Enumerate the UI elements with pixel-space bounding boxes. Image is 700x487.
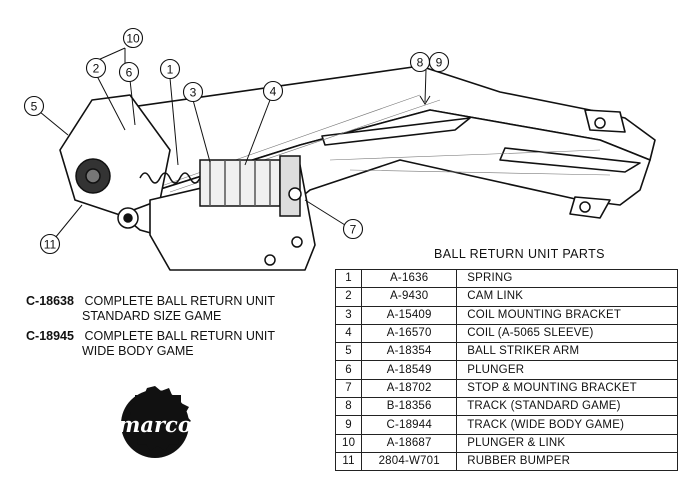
- table-row: 6 A-18549 PLUNGER: [334, 360, 679, 380]
- kit-part-number: C-18638: [26, 294, 74, 308]
- item-number: 8: [334, 397, 363, 417]
- part-number: 2804-W701: [361, 451, 458, 472]
- table-row: 11 2804-W701 RUBBER BUMPER: [334, 451, 679, 472]
- table-row: 7 A-18702 STOP & MOUNTING BRACKET: [334, 378, 679, 399]
- item-number: 4: [334, 323, 363, 344]
- table-row: 10 A-18687 PLUNGER & LINK: [334, 433, 679, 453]
- item-number: 7: [334, 378, 363, 399]
- part-description: COIL MOUNTING BRACKET: [456, 305, 679, 325]
- mount-hole-2: [291, 236, 303, 248]
- part-number: A-16570: [361, 323, 458, 344]
- spring: [139, 172, 201, 184]
- callout-1-label: 1: [167, 63, 174, 77]
- track-slot-1: [321, 117, 471, 146]
- stop-bracket-hole: [288, 187, 302, 201]
- callout-3: [182, 81, 204, 103]
- callout-2-label: 2: [93, 62, 100, 76]
- callout-1: [159, 58, 181, 80]
- part-number: C-18944: [361, 415, 458, 435]
- mount-hole-4: [579, 201, 591, 213]
- callout-2: [85, 57, 107, 79]
- callout-6-label: 6: [126, 66, 133, 80]
- part-number: A-9430: [361, 287, 458, 307]
- kit-variant: STANDARD SIZE GAME: [82, 309, 222, 323]
- part-description: TRACK (WIDE BODY GAME): [456, 415, 679, 435]
- callout-5-label: 5: [31, 100, 38, 114]
- callout-4-label: 4: [270, 85, 277, 99]
- part-number: A-18687: [361, 433, 458, 453]
- part-description: PLUNGER: [456, 360, 679, 380]
- track-slot-2: [499, 147, 641, 173]
- item-number: 2: [334, 287, 363, 307]
- item-number: 9: [334, 415, 363, 435]
- part-description: CAM LINK: [456, 287, 679, 307]
- coil-assembly: [75, 117, 606, 266]
- item-number: 10: [334, 433, 363, 453]
- item-number: 1: [334, 268, 363, 289]
- table-row: 8 B-18356 TRACK (STANDARD GAME): [334, 397, 679, 417]
- table-row: 5 A-18354 BALL STRIKER ARM: [334, 342, 679, 362]
- parts-table-title: BALL RETURN UNIT PARTS: [434, 247, 605, 261]
- callout-7-label: 7: [350, 223, 357, 237]
- callout-7: [342, 218, 364, 240]
- part-description: SPRING: [456, 268, 679, 289]
- kit-description: COMPLETE BALL RETURN UNIT: [84, 329, 276, 343]
- callout-10-label: 10: [126, 32, 140, 46]
- part-description: RUBBER BUMPER: [456, 451, 679, 472]
- callout-11: [39, 233, 61, 255]
- marco-logo: marco: [112, 382, 198, 466]
- part-description: COIL (A-5065 SLEEVE): [456, 323, 679, 344]
- callout-labels: 10 2 6 1 3 4 8 9 5 7 11: [31, 32, 443, 252]
- coil-bracket-end: [279, 155, 301, 217]
- parts-table: 1 A-1636 SPRING 2 A-9430 CAM LINK 3 A-15…: [334, 268, 679, 472]
- part-number: A-18354: [361, 342, 458, 362]
- table-row: 1 A-1636 SPRING: [334, 268, 679, 289]
- callout-bubbles: [23, 27, 450, 255]
- callout-11-label: 11: [44, 238, 57, 252]
- callout-leaders: [39, 47, 431, 239]
- callout-8-label: 8: [417, 56, 424, 70]
- part-description: STOP & MOUNTING BRACKET: [456, 378, 679, 399]
- kit-standard: C-18638 COMPLETE BALL RETURN UNIT STANDA…: [26, 294, 275, 324]
- kit-part-number: C-18945: [26, 329, 74, 343]
- table-row: 9 C-18944 TRACK (WIDE BODY GAME): [334, 415, 679, 435]
- mount-hole-1: [264, 254, 276, 266]
- part-description: TRACK (STANDARD GAME): [456, 397, 679, 417]
- item-number: 5: [334, 342, 363, 362]
- kit-variant: WIDE BODY GAME: [82, 344, 194, 358]
- table-row: 4 A-16570 COIL (A-5065 SLEEVE): [334, 323, 679, 344]
- table-row: 3 A-15409 COIL MOUNTING BRACKET: [334, 305, 679, 325]
- callout-3-label: 3: [190, 86, 197, 100]
- part-description: PLUNGER & LINK: [456, 433, 679, 453]
- part-number: A-18702: [361, 378, 458, 399]
- part-number: A-18549: [361, 360, 458, 380]
- callout-4: [262, 80, 284, 102]
- callout-9-label: 9: [436, 56, 443, 70]
- item-number: 11: [334, 451, 363, 472]
- part-number: A-1636: [361, 268, 458, 289]
- callout-9: [428, 51, 450, 73]
- logo-text: marco: [118, 412, 192, 437]
- part-description: BALL STRIKER ARM: [456, 342, 679, 362]
- callout-5: [23, 95, 45, 117]
- part-number: A-15409: [361, 305, 458, 325]
- kit-description: COMPLETE BALL RETURN UNIT: [84, 294, 276, 308]
- part-number: B-18356: [361, 397, 458, 417]
- track-hatching: [149, 94, 611, 193]
- marco-logo-badge: [121, 386, 191, 458]
- mount-hole-3: [594, 117, 606, 129]
- callout-6: [118, 61, 140, 83]
- table-row: 2 A-9430 CAM LINK: [334, 287, 679, 307]
- item-number: 3: [334, 305, 363, 325]
- callout-10: [122, 27, 144, 49]
- item-number: 6: [334, 360, 363, 380]
- kit-wide-body: C-18945 COMPLETE BALL RETURN UNIT WIDE B…: [26, 329, 275, 359]
